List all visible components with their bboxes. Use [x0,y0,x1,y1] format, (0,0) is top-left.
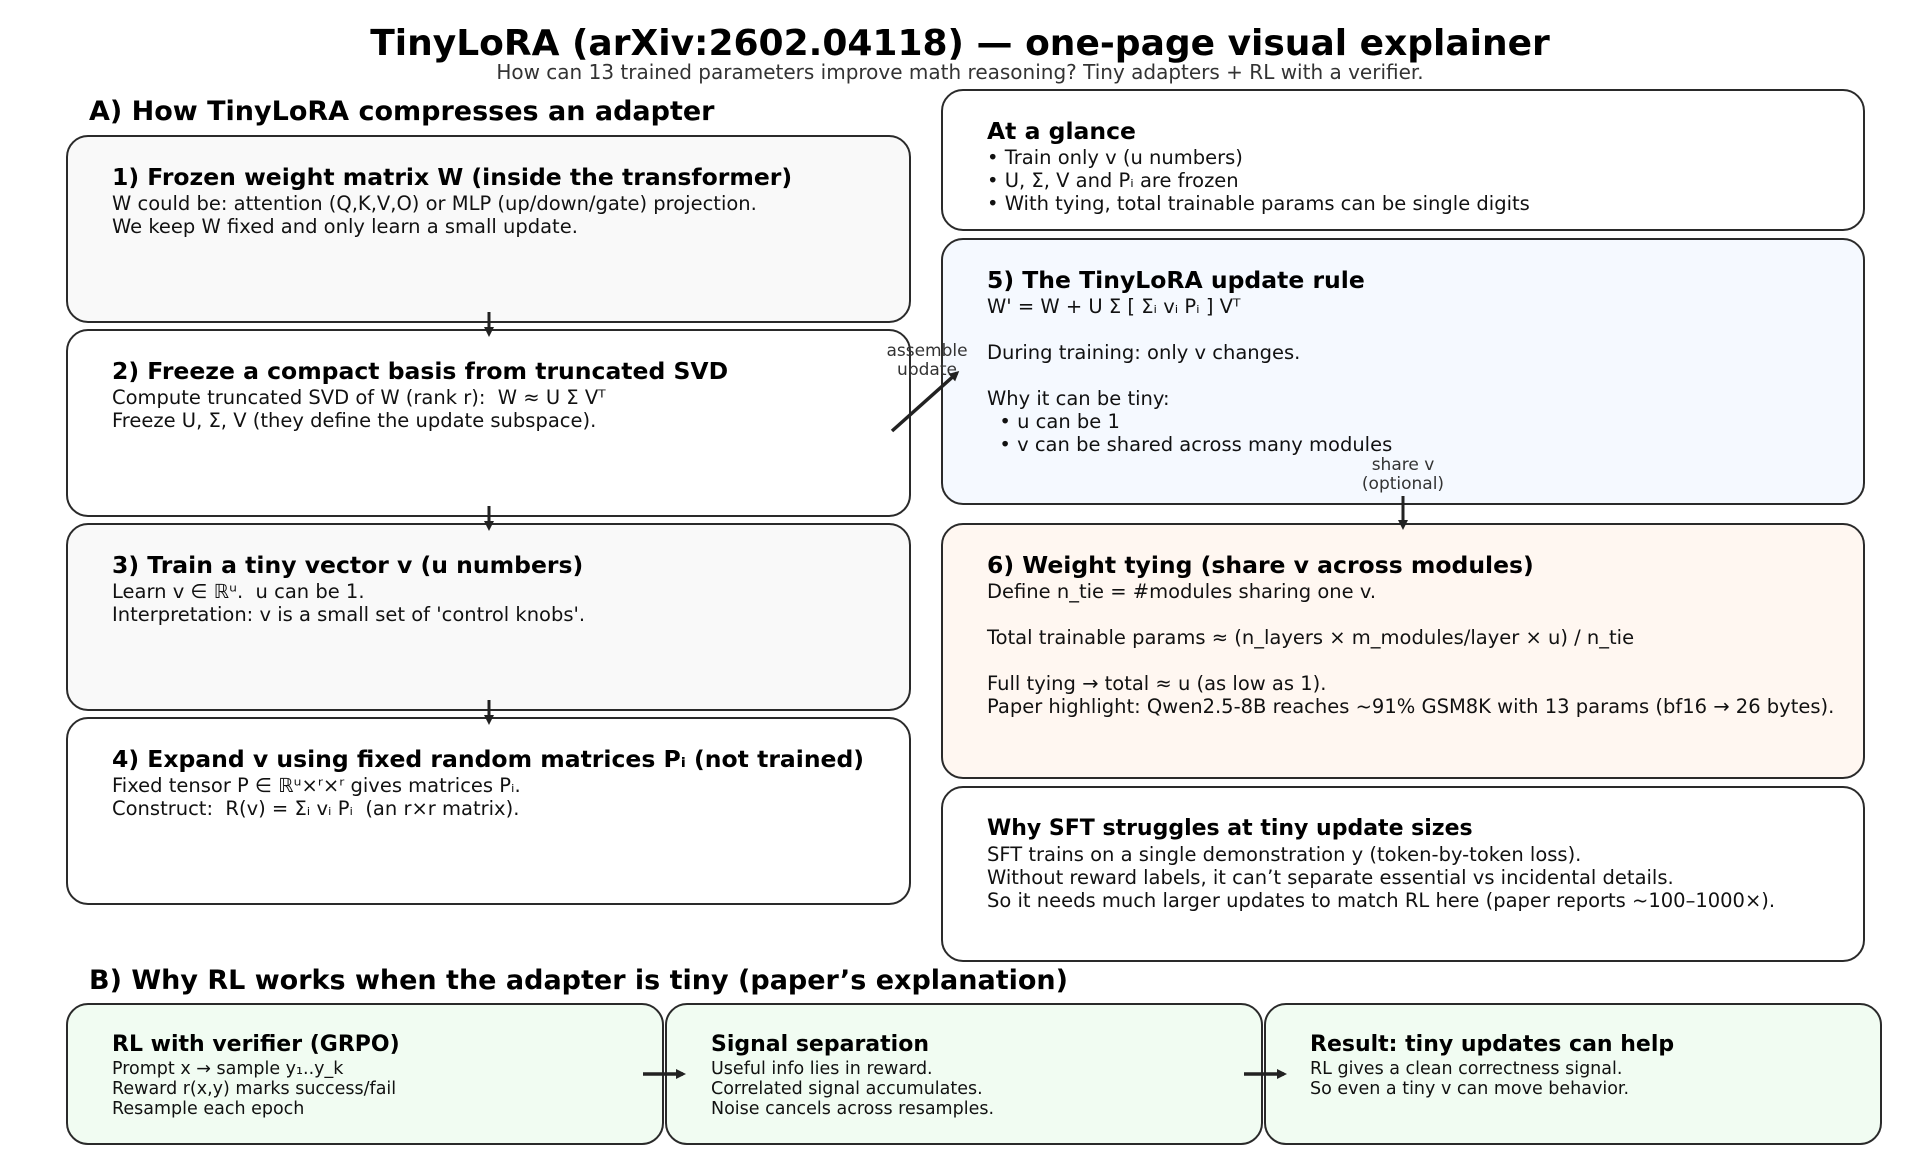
at-a-glance-line: • With tying, total trainable params can… [987,192,1530,215]
sft-struggles-box: Why SFT struggles at tiny update sizes S… [941,786,1865,962]
rl-verifier-box: RL with verifier (GRPO) Prompt x → sampl… [66,1003,664,1145]
signal-separation-line: Useful info lies in reward. [711,1059,933,1079]
step-3-box: 3) Train a tiny vector v (u numbers) Lea… [66,523,911,711]
rl-verifier-line: Prompt x → sample y₁..y_k [112,1059,344,1079]
page-title: TinyLoRA (arXiv:2602.04118) — one-page v… [370,23,1550,64]
result-box: Result: tiny updates can help RL gives a… [1264,1003,1882,1145]
step-3-line: Interpretation: v is a small set of 'con… [112,603,586,626]
step-2-line: Compute truncated SVD of W (rank r): W ≈… [112,386,606,409]
sft-struggles-line: SFT trains on a single demonstration y (… [987,843,1582,866]
at-a-glance-box: At a glance • Train only v (u numbers) •… [941,89,1865,231]
update-rule-title: 5) The TinyLoRA update rule [987,266,1365,294]
step-4-line: Fixed tensor P ∈ ℝᵘ×ʳ×ʳ gives matrices P… [112,774,521,797]
rl-verifier-title: RL with verifier (GRPO) [112,1032,400,1057]
step-1-box: 1) Frozen weight matrix W (inside the tr… [66,135,911,323]
result-line: So even a tiny v can move behavior. [1310,1079,1630,1099]
step-4-line: Construct: R(v) = Σᵢ vᵢ Pᵢ (an r×r matri… [112,797,520,820]
update-rule-bullet: • v can be shared across many modules [987,433,1393,456]
step-1-title: 1) Frozen weight matrix W (inside the tr… [112,163,793,191]
step-2-box: 2) Freeze a compact basis from truncated… [66,329,911,517]
signal-separation-title: Signal separation [711,1032,929,1057]
update-rule-bullet: • u can be 1 [987,410,1120,433]
step-1-line: We keep W fixed and only learn a small u… [112,215,578,238]
step-1-line: W could be: attention (Q,K,V,O) or MLP (… [112,192,757,215]
at-a-glance-title: At a glance [987,117,1136,145]
section-b-heading: B) Why RL works when the adapter is tiny… [89,965,1068,996]
update-rule-box: 5) The TinyLoRA update rule W' = W + U Σ… [941,238,1865,505]
step-2-title: 2) Freeze a compact basis from truncated… [112,357,729,385]
share-v-label: share v (optional) [1361,455,1445,494]
weight-tying-box: 6) Weight tying (share v across modules)… [941,523,1865,779]
at-a-glance-line: • U, Σ, V and Pᵢ are frozen [987,169,1239,192]
step-4-title: 4) Expand v using fixed random matrices … [112,745,865,773]
signal-separation-line: Correlated signal accumulates. [711,1079,983,1099]
sft-struggles-line: So it needs much larger updates to match… [987,889,1776,912]
weight-tying-line [987,603,1863,626]
rl-verifier-line: Resample each epoch [112,1099,305,1119]
signal-separation-box: Signal separation Useful info lies in re… [665,1003,1263,1145]
signal-separation-line: Noise cancels across resamples. [711,1099,995,1119]
rl-verifier-line: Reward r(x,y) marks success/fail [112,1079,397,1099]
update-rule-line [987,318,1863,341]
step-2-line: Freeze U, Σ, V (they define the update s… [112,409,597,432]
result-line: RL gives a clean correctness signal. [1310,1059,1623,1079]
weight-tying-line: Define n_tie = #modules sharing one v. [987,580,1377,603]
weight-tying-formula: Total trainable params ≈ (n_layers × m_m… [987,626,1635,649]
step-3-line: Learn v ∈ ℝᵘ. u can be 1. [112,580,365,603]
step-3-title: 3) Train a tiny vector v (u numbers) [112,551,584,579]
update-rule-line: During training: only v changes. [987,341,1301,364]
weight-tying-line: Full tying → total ≈ u (as low as 1). [987,672,1327,695]
update-rule-line: Why it can be tiny: [987,387,1170,410]
section-a-heading: A) How TinyLoRA compresses an adapter [89,96,715,127]
weight-tying-highlight: Paper highlight: Qwen2.5-8B reaches ~91%… [987,695,1835,718]
assemble-update-label: assemble update [886,341,968,380]
result-title: Result: tiny updates can help [1310,1032,1675,1057]
update-rule-line [987,364,1863,387]
at-a-glance-line: • Train only v (u numbers) [987,146,1243,169]
sft-struggles-line: Without reward labels, it can’t separate… [987,866,1674,889]
step-4-box: 4) Expand v using fixed random matrices … [66,717,911,905]
weight-tying-title: 6) Weight tying (share v across modules) [987,551,1534,579]
sft-struggles-title: Why SFT struggles at tiny update sizes [987,816,1473,841]
page-subtitle: How can 13 trained parameters improve ma… [496,60,1424,84]
weight-tying-line [987,649,1863,672]
update-rule-formula: W' = W + U Σ [ Σᵢ vᵢ Pᵢ ] Vᵀ [987,295,1241,318]
